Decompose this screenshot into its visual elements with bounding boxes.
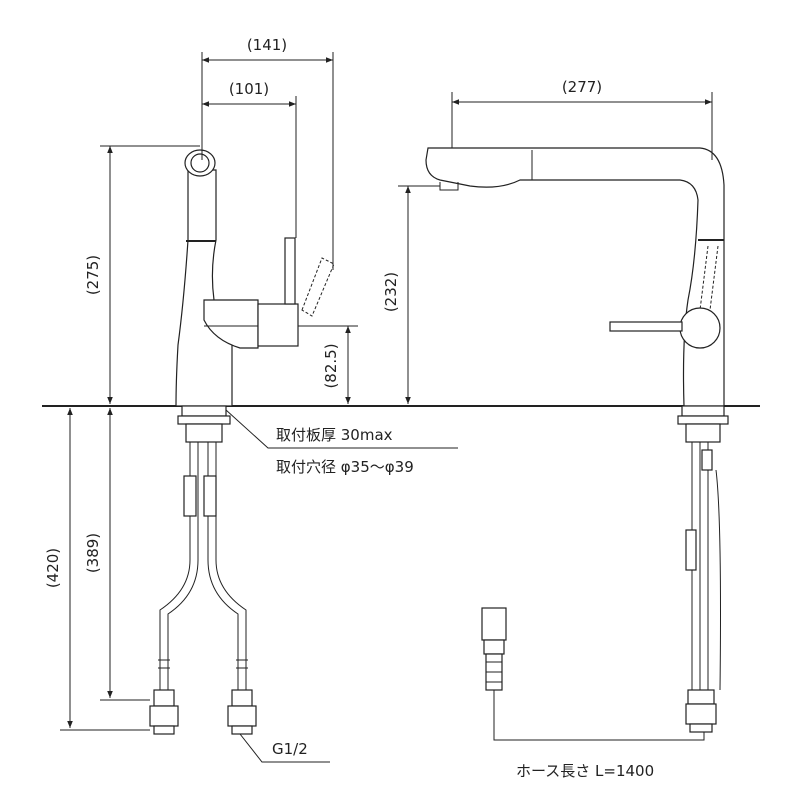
- dim-width-overall: (141): [247, 36, 287, 54]
- note-connection: G1/2: [272, 740, 308, 758]
- dim-depth-supply: (389): [84, 533, 102, 573]
- front-view-faucet: [149, 149, 335, 735]
- dim-height-spout: (232): [382, 272, 400, 312]
- note-deck-thickness: 取付板厚 30max: [276, 426, 393, 444]
- dimension-lines: [60, 52, 713, 763]
- dim-depth-total: (420): [44, 548, 62, 588]
- dim-height-handle: (82.5): [322, 343, 340, 388]
- note-hose-length: ホース長さ L=1400: [516, 762, 654, 780]
- dim-width-lever: (101): [229, 80, 269, 98]
- dim-reach: (277): [562, 78, 602, 96]
- dim-height-total: (275): [84, 255, 102, 295]
- quick-connector: [481, 607, 705, 741]
- side-view-faucet: [425, 147, 729, 733]
- note-mount-hole: 取付穴径 φ35～φ39: [276, 458, 414, 476]
